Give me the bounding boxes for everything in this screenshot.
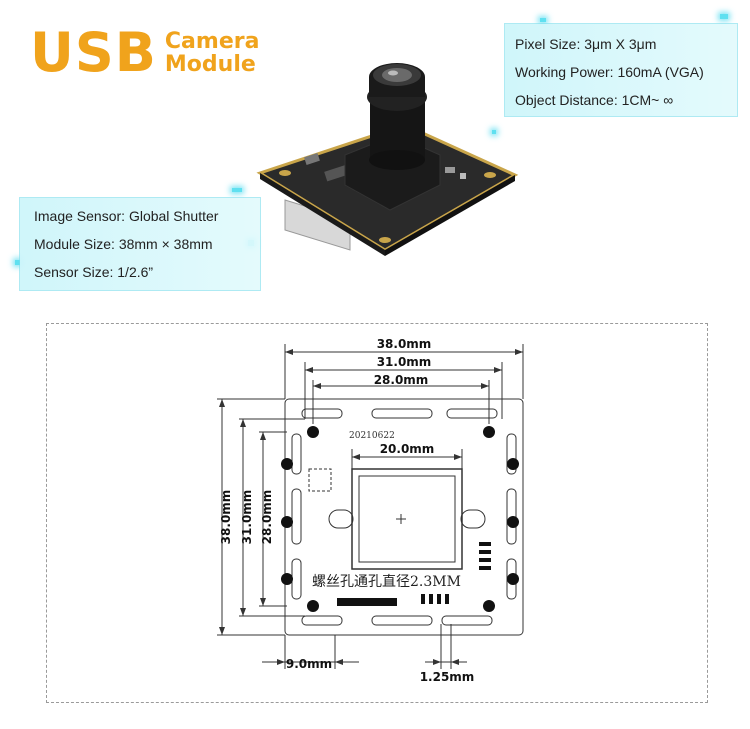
glow-dot — [492, 130, 496, 134]
camera-module-illustration — [256, 63, 519, 256]
glow-dot — [15, 260, 20, 265]
hole-diameter-note: 螺丝孔通孔直径2.3MM — [312, 573, 461, 590]
product-title: USB Camera Module — [30, 26, 259, 80]
dim-125-bottom: 1.25mm — [420, 670, 475, 684]
spec-box-left: Image Sensor: Global Shutter Module Size… — [20, 198, 260, 290]
spec-object-distance: Object Distance: 1CM~ ∞ — [515, 92, 674, 108]
dim-31-left: 31.0mm — [240, 490, 254, 545]
dim-38-top: 38.0mm — [377, 337, 432, 351]
dim-28-top: 28.0mm — [374, 373, 429, 387]
title-line-module: Module — [164, 52, 256, 77]
title-camera-module: Camera Module — [165, 30, 260, 76]
spec-module-size: Module Size: 38mm × 38mm — [34, 236, 213, 252]
spec-box-top: Pixel Size: 3μm X 3μm Working Power: 160… — [505, 24, 737, 116]
dim-28-left: 28.0mm — [260, 490, 274, 545]
spec-sensor-size: Sensor Size: 1/2.6” — [34, 264, 154, 280]
date-code: 20210622 — [349, 431, 395, 441]
title-line-camera: Camera — [164, 29, 260, 54]
dim-20-sensor: 20.0mm — [380, 442, 435, 456]
sensor-square — [351, 468, 463, 570]
dim-9-bottom: 9.0mm — [286, 657, 332, 671]
glow-dot — [720, 14, 728, 19]
spec-working-power: Working Power: 160mA (VGA) — [515, 64, 704, 80]
spec-image-sensor: Image Sensor: Global Shutter — [34, 208, 219, 224]
spec-pixel-size: Pixel Size: 3μm X 3μm — [515, 36, 657, 52]
dimension-drawing: 38.0mm 31.0mm 28.0mm 20.0mm 38.0mm 31.0m… — [46, 323, 708, 703]
glow-dot — [540, 18, 546, 22]
title-usb: USB — [30, 21, 157, 84]
dim-38-left: 38.0mm — [219, 490, 233, 545]
dimension-drawing-svg: 38.0mm 31.0mm 28.0mm 20.0mm 38.0mm 31.0m… — [217, 337, 524, 684]
dim-31-top: 31.0mm — [377, 355, 432, 369]
glow-dot — [232, 188, 242, 192]
